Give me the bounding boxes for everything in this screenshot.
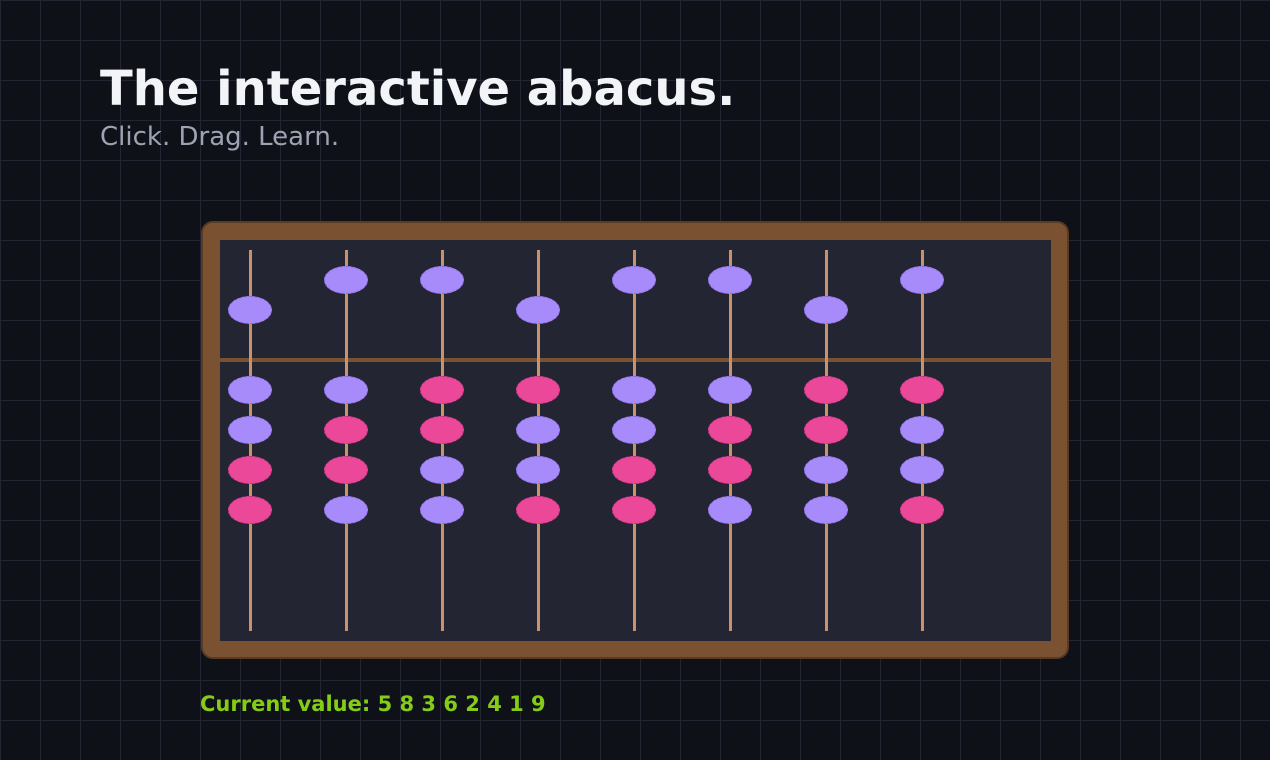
earth-bead[interactable]	[228, 456, 272, 484]
earth-bead[interactable]	[420, 376, 464, 404]
earth-bead[interactable]	[708, 456, 752, 484]
heaven-bead[interactable]	[804, 296, 848, 324]
heaven-bead[interactable]	[900, 266, 944, 294]
earth-bead[interactable]	[324, 416, 368, 444]
earth-bead[interactable]	[228, 496, 272, 524]
earth-bead[interactable]	[708, 496, 752, 524]
earth-bead[interactable]	[612, 376, 656, 404]
earth-bead[interactable]	[516, 496, 560, 524]
earth-bead[interactable]	[612, 416, 656, 444]
earth-bead[interactable]	[516, 456, 560, 484]
heaven-bead[interactable]	[708, 266, 752, 294]
earth-bead[interactable]	[420, 416, 464, 444]
earth-bead[interactable]	[612, 496, 656, 524]
earth-bead[interactable]	[228, 376, 272, 404]
heaven-bead[interactable]	[420, 266, 464, 294]
heaven-bead[interactable]	[612, 266, 656, 294]
earth-bead[interactable]	[900, 496, 944, 524]
earth-bead[interactable]	[804, 496, 848, 524]
earth-bead[interactable]	[900, 416, 944, 444]
heaven-bead[interactable]	[324, 266, 368, 294]
earth-bead[interactable]	[324, 376, 368, 404]
heaven-bead[interactable]	[228, 296, 272, 324]
earth-bead[interactable]	[420, 456, 464, 484]
earth-bead[interactable]	[516, 376, 560, 404]
earth-bead[interactable]	[708, 416, 752, 444]
current-value-readout: Current value: 5 8 3 6 2 4 1 9	[200, 692, 546, 716]
earth-bead[interactable]	[900, 376, 944, 404]
earth-bead[interactable]	[804, 456, 848, 484]
page-subtitle: Click. Drag. Learn.	[100, 122, 340, 152]
earth-bead[interactable]	[708, 376, 752, 404]
page-title: The interactive abacus.	[100, 61, 736, 117]
heaven-bead[interactable]	[516, 296, 560, 324]
earth-bead[interactable]	[228, 416, 272, 444]
earth-bead[interactable]	[324, 496, 368, 524]
earth-bead[interactable]	[516, 416, 560, 444]
earth-bead[interactable]	[612, 456, 656, 484]
earth-bead[interactable]	[420, 496, 464, 524]
earth-bead[interactable]	[324, 456, 368, 484]
earth-bead[interactable]	[804, 416, 848, 444]
earth-bead[interactable]	[804, 376, 848, 404]
earth-bead[interactable]	[900, 456, 944, 484]
